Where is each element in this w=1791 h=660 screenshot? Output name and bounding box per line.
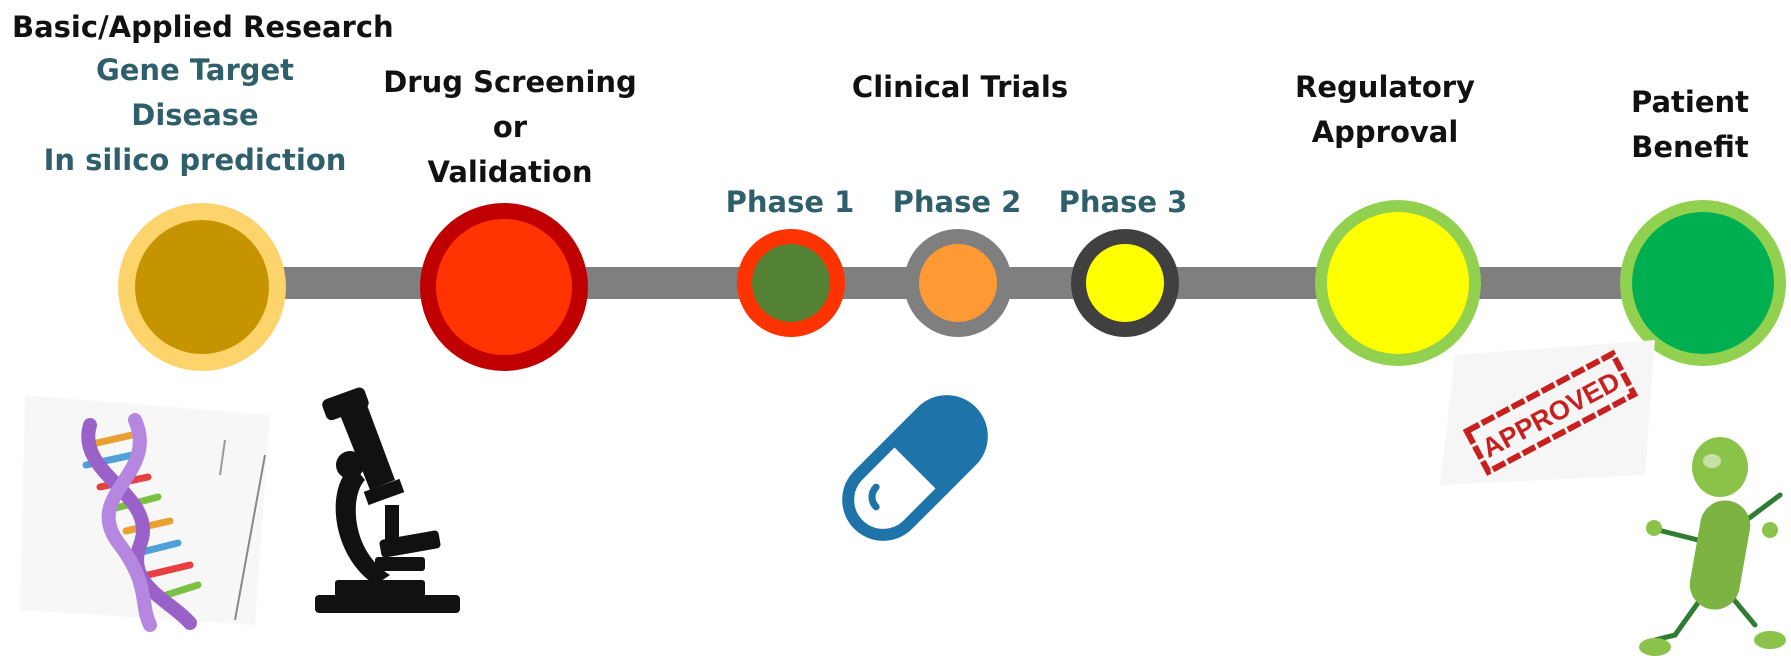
- patient-stage-core: [1632, 212, 1774, 354]
- research-stage-circle: [118, 203, 286, 371]
- research-gene-target-label: Gene Target: [95, 53, 295, 87]
- validation-label: Validation: [427, 155, 593, 189]
- phase-1-core: [752, 244, 830, 322]
- pill-capsule-icon: [842, 395, 988, 541]
- phase-3-core: [1086, 244, 1164, 322]
- dna-icon: [20, 395, 270, 632]
- regulatory-labels: Regulatory Approval: [1250, 65, 1520, 155]
- phase-2-core: [919, 244, 997, 322]
- patient-label: Patient: [1630, 85, 1750, 119]
- research-stage-core: [135, 220, 269, 354]
- research-in-silico-label: In silico prediction: [43, 143, 347, 177]
- screening-stage-core: [436, 219, 572, 355]
- clinical-trials-title: Clinical Trials: [851, 70, 1069, 104]
- approved-stamp-icon: APPROVED: [1440, 340, 1655, 485]
- phase-3-label: Phase 3: [1058, 185, 1188, 219]
- benefit-label: Benefit: [1631, 130, 1749, 164]
- patient-stage-circle: [1620, 200, 1786, 366]
- screening-stage-circle: [420, 203, 588, 371]
- regulatory-label: Regulatory: [1295, 70, 1475, 104]
- research-disease-label: Disease: [131, 98, 259, 132]
- phase-1-circle: [737, 229, 845, 337]
- screening-or-label: or: [492, 110, 528, 144]
- page-title: Basic/Applied Research: [12, 10, 394, 44]
- regulatory-stage-core: [1327, 212, 1469, 354]
- screening-labels: Drug Screening or Validation: [365, 60, 655, 195]
- approval-label: Approval: [1311, 115, 1459, 149]
- phase-1-label: Phase 1: [725, 185, 855, 219]
- phase-2-label: Phase 2: [892, 185, 1022, 219]
- regulatory-stage-circle: [1315, 200, 1481, 366]
- research-labels: Gene Target Disease In silico prediction: [30, 48, 360, 183]
- running-person-icon: [1639, 437, 1786, 656]
- patient-labels: Patient Benefit: [1590, 80, 1790, 170]
- drug-screening-label: Drug Screening: [383, 65, 637, 99]
- phase-3-circle: [1071, 229, 1179, 337]
- phase-2-circle: [904, 229, 1012, 337]
- microscope-icon: [315, 387, 460, 613]
